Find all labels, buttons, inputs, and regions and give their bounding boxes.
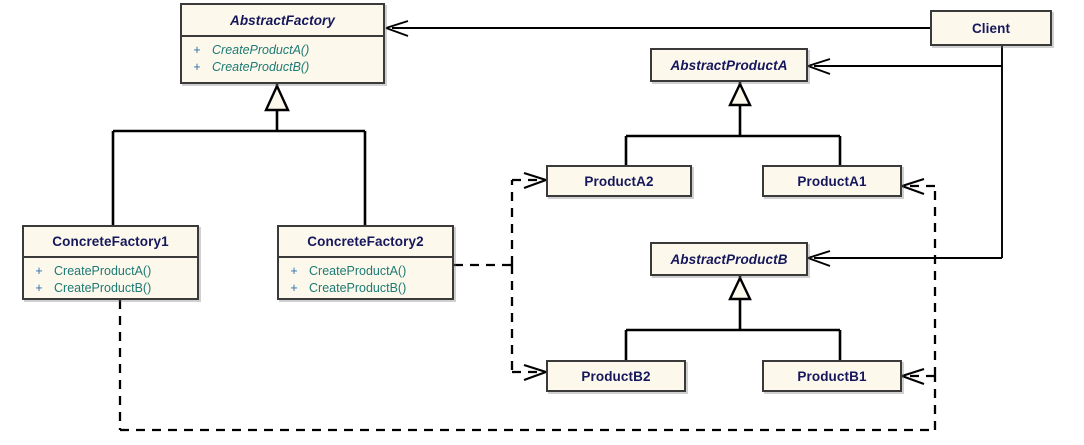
member-signature: CreateProductA() bbox=[54, 263, 152, 278]
compartment-divider bbox=[182, 35, 383, 37]
class-box-product-b1[interactable]: ProductB1 bbox=[762, 360, 902, 392]
member-row: + CreateProductB() bbox=[24, 279, 197, 296]
generalization-arrowhead-abstract-product-b bbox=[728, 275, 752, 301]
dependency-concrete-factory-1 bbox=[118, 184, 937, 432]
generalization-arrowhead-abstract-factory bbox=[264, 83, 290, 112]
member-row: + CreateProductA() bbox=[182, 41, 383, 58]
dependency-arrowhead-product-b1 bbox=[901, 367, 925, 385]
class-name-product-b1: ProductB1 bbox=[797, 368, 867, 384]
dependency-concrete-factory-2 bbox=[454, 178, 540, 374]
class-name-abstract-product-a: AbstractProductA bbox=[670, 57, 788, 73]
compartment-divider bbox=[279, 256, 452, 258]
visibility-marker: + bbox=[290, 280, 298, 295]
visibility-marker: + bbox=[193, 42, 201, 57]
dependency-arrowhead-product-a1 bbox=[901, 177, 925, 195]
class-name-client: Client bbox=[971, 20, 1011, 36]
member-row: + CreateProductA() bbox=[279, 262, 452, 279]
visibility-marker: + bbox=[290, 263, 298, 278]
class-name-abstract-product-b: AbstractProductB bbox=[670, 251, 788, 267]
member-signature: CreateProductB() bbox=[54, 280, 152, 295]
class-name-product-a2: ProductA2 bbox=[584, 173, 654, 189]
generalization-product-a-tree bbox=[624, 82, 842, 165]
generalization-product-b-tree bbox=[624, 276, 842, 360]
member-signature: CreateProductB() bbox=[309, 280, 407, 295]
member-list-concrete-factory-1: + CreateProductA() + CreateProductB() bbox=[24, 258, 197, 300]
class-name-abstract-factory: AbstractFactory bbox=[229, 12, 336, 28]
class-box-concrete-factory-2[interactable]: ConcreteFactory2 + CreateProductA() + Cr… bbox=[277, 225, 454, 300]
class-box-concrete-factory-1[interactable]: ConcreteFactory1 + CreateProductA() + Cr… bbox=[22, 225, 199, 300]
generalization-factory-tree bbox=[111, 84, 367, 225]
dependency-arrowhead-product-a2 bbox=[523, 171, 547, 189]
member-row: + CreateProductB() bbox=[182, 58, 383, 75]
member-row: + CreateProductA() bbox=[24, 262, 197, 279]
association-client-abstract-factory bbox=[385, 20, 930, 37]
visibility-marker: + bbox=[35, 280, 43, 295]
class-name-product-b2: ProductB2 bbox=[581, 368, 651, 384]
class-box-abstract-product-a[interactable]: AbstractProductA bbox=[650, 48, 808, 82]
class-name-product-a1: ProductA1 bbox=[797, 173, 867, 189]
member-signature: CreateProductA() bbox=[212, 42, 310, 57]
class-box-abstract-product-b[interactable]: AbstractProductB bbox=[650, 242, 808, 276]
class-box-client[interactable]: Client bbox=[930, 10, 1052, 46]
visibility-marker: + bbox=[35, 263, 43, 278]
generalization-arrowhead-abstract-product-a bbox=[728, 81, 752, 107]
class-box-product-b2[interactable]: ProductB2 bbox=[546, 360, 686, 392]
compartment-divider bbox=[24, 256, 197, 258]
member-list-abstract-factory: + CreateProductA() + CreateProductB() bbox=[182, 37, 383, 79]
member-list-concrete-factory-2: + CreateProductA() + CreateProductB() bbox=[279, 258, 452, 300]
association-client-abstract-product-a bbox=[807, 46, 1003, 75]
class-box-product-a2[interactable]: ProductA2 bbox=[546, 165, 692, 197]
class-box-abstract-factory[interactable]: AbstractFactory + CreateProductA() + Cre… bbox=[180, 3, 385, 84]
member-row: + CreateProductB() bbox=[279, 279, 452, 296]
class-name-concrete-factory-2: ConcreteFactory2 bbox=[307, 234, 424, 249]
visibility-marker: + bbox=[193, 59, 201, 74]
member-signature: CreateProductB() bbox=[212, 59, 310, 74]
member-signature: CreateProductA() bbox=[309, 263, 407, 278]
class-name-concrete-factory-1: ConcreteFactory1 bbox=[52, 234, 169, 249]
dependency-arrowhead-product-b2 bbox=[523, 363, 547, 381]
class-box-product-a1[interactable]: ProductA1 bbox=[762, 165, 902, 197]
